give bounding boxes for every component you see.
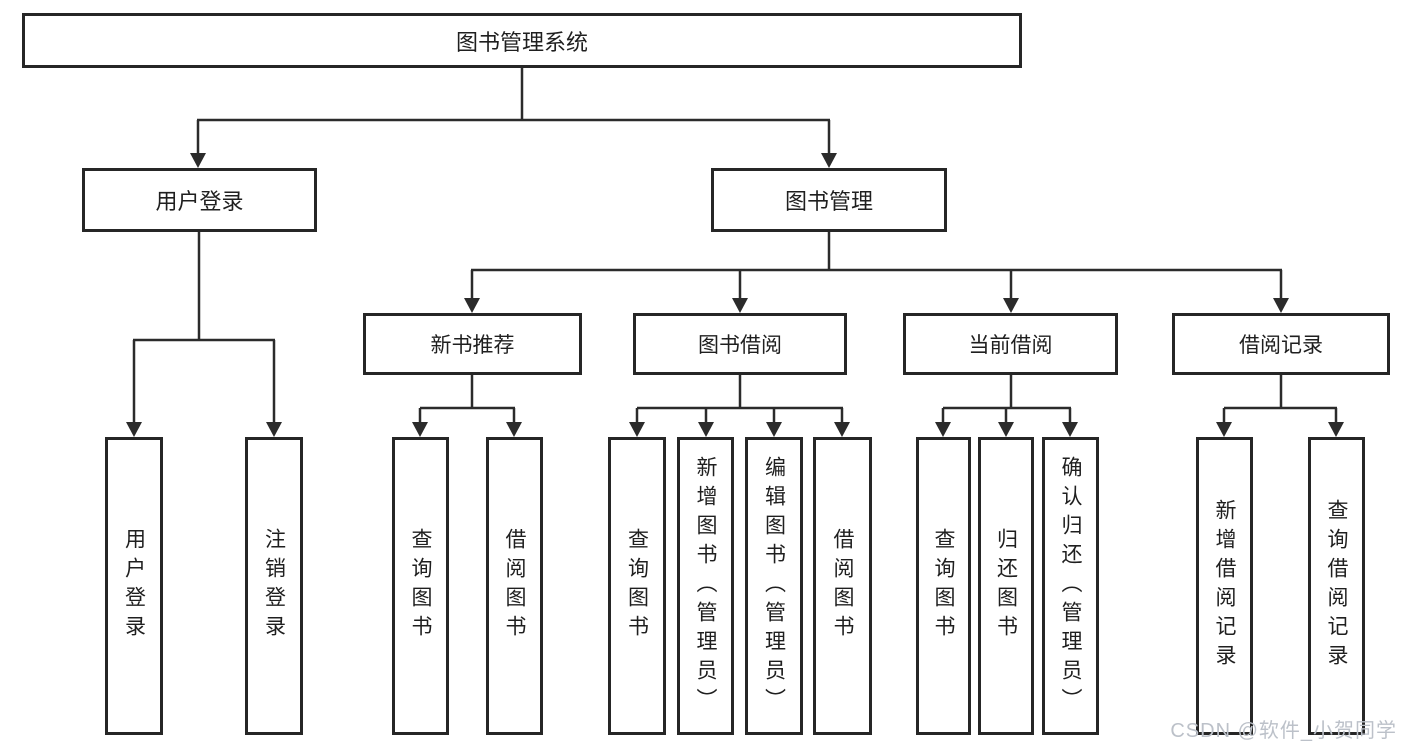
node-system-root: 图书管理系统 bbox=[22, 13, 1022, 68]
arrow-down-icon bbox=[698, 422, 714, 437]
arrow-down-icon bbox=[935, 422, 951, 437]
leaf-confirm-return-admin: 确认归还（管理员） bbox=[1042, 437, 1099, 735]
node-user-login: 用户登录 bbox=[82, 168, 317, 232]
arrow-down-icon bbox=[1216, 422, 1232, 437]
leaf-logout: 注销登录 bbox=[245, 437, 303, 735]
node-label: 借阅记录 bbox=[1239, 334, 1323, 357]
node-label: 查询借阅记录 bbox=[1325, 499, 1348, 673]
leaf-query-books-2: 查询图书 bbox=[608, 437, 666, 735]
leaf-user-login: 用户登录 bbox=[105, 437, 163, 735]
leaf-borrow-books-1: 借阅图书 bbox=[486, 437, 543, 735]
arrow-down-icon bbox=[629, 422, 645, 437]
node-label: 新增图书（管理员） bbox=[694, 455, 717, 717]
node-book-borrow: 图书借阅 bbox=[633, 313, 847, 375]
node-label: 图书管理 bbox=[784, 189, 873, 214]
leaf-query-books-3: 查询图书 bbox=[916, 437, 971, 735]
node-book-management: 图书管理 bbox=[711, 168, 947, 232]
node-label: 当前借阅 bbox=[968, 334, 1053, 357]
node-label: 归还图书 bbox=[994, 528, 1018, 644]
arrow-down-icon bbox=[506, 422, 522, 437]
node-label: 查询图书 bbox=[409, 528, 432, 644]
node-borrow-record: 借阅记录 bbox=[1172, 313, 1390, 375]
node-label: 图书借阅 bbox=[698, 334, 782, 357]
node-label: 查询图书 bbox=[625, 528, 649, 644]
leaf-query-borrow-record: 查询借阅记录 bbox=[1308, 437, 1365, 735]
leaf-borrow-books-2: 借阅图书 bbox=[813, 437, 872, 735]
arrow-down-icon bbox=[732, 298, 748, 313]
node-label: 新书推荐 bbox=[430, 334, 515, 357]
node-label: 确认归还（管理员） bbox=[1059, 455, 1082, 717]
arrow-down-icon bbox=[464, 298, 480, 313]
arrow-down-icon bbox=[1003, 298, 1019, 313]
leaf-return-books: 归还图书 bbox=[978, 437, 1034, 735]
arrow-down-icon bbox=[190, 153, 206, 168]
leaf-add-borrow-record: 新增借阅记录 bbox=[1196, 437, 1253, 735]
arrow-down-icon bbox=[834, 422, 850, 437]
arrow-down-icon bbox=[766, 422, 782, 437]
node-new-book-recommend: 新书推荐 bbox=[363, 313, 582, 375]
arrow-down-icon bbox=[1062, 422, 1078, 437]
node-label: 图书管理系统 bbox=[455, 29, 588, 55]
leaf-add-books-admin: 新增图书（管理员） bbox=[677, 437, 734, 735]
arrow-down-icon bbox=[412, 422, 428, 437]
arrow-down-icon bbox=[266, 422, 282, 437]
node-label: 借阅图书 bbox=[831, 528, 854, 644]
node-label: 用户登录 bbox=[155, 189, 244, 214]
node-label: 查询图书 bbox=[932, 528, 955, 644]
node-label: 新增借阅记录 bbox=[1213, 499, 1236, 673]
node-current-borrow: 当前借阅 bbox=[903, 313, 1118, 375]
arrow-down-icon bbox=[998, 422, 1014, 437]
arrow-down-icon bbox=[126, 422, 142, 437]
arrow-down-icon bbox=[1273, 298, 1289, 313]
leaf-edit-books-admin: 编辑图书（管理员） bbox=[745, 437, 803, 735]
arrow-down-icon bbox=[821, 153, 837, 168]
node-label: 借阅图书 bbox=[503, 528, 526, 644]
node-label: 用户登录 bbox=[122, 528, 146, 644]
leaf-query-books-1: 查询图书 bbox=[392, 437, 449, 735]
arrow-down-icon bbox=[1328, 422, 1344, 437]
node-label: 编辑图书（管理员） bbox=[762, 455, 786, 717]
node-label: 注销登录 bbox=[262, 528, 286, 644]
